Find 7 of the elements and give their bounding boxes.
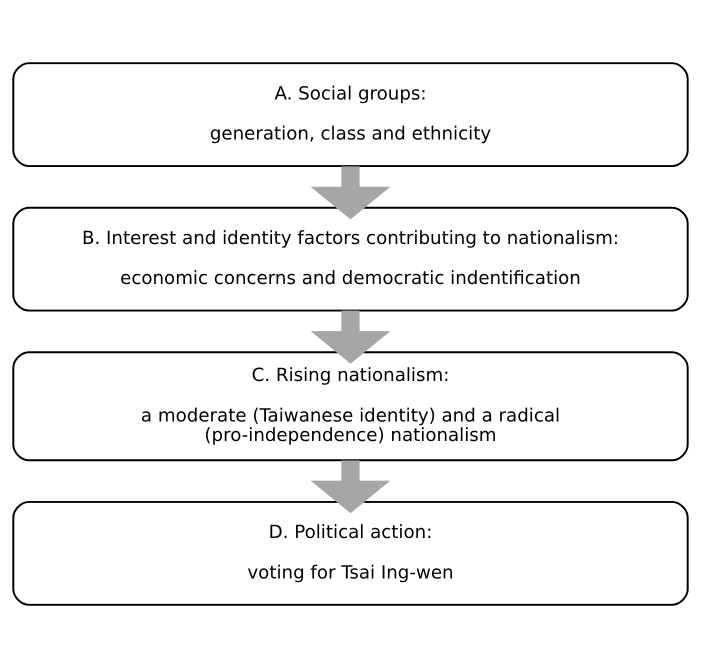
node-box: D. Political action: voting for Tsai Ing-wen xyxy=(12,500,689,606)
node-box: B. Interest and identity factors contributing to nationalism: economic concerns and democratic indentification xyxy=(12,206,689,312)
arrow xyxy=(310,310,390,364)
node-box: A. Social groups: generation, class and ethnicity xyxy=(12,62,689,168)
arrow xyxy=(310,166,390,220)
node-box: C. Rising nationalism: a moderate (Taiwanese identity) and a radical (pro-independence) nationalism xyxy=(12,351,689,462)
arrow xyxy=(310,460,390,514)
